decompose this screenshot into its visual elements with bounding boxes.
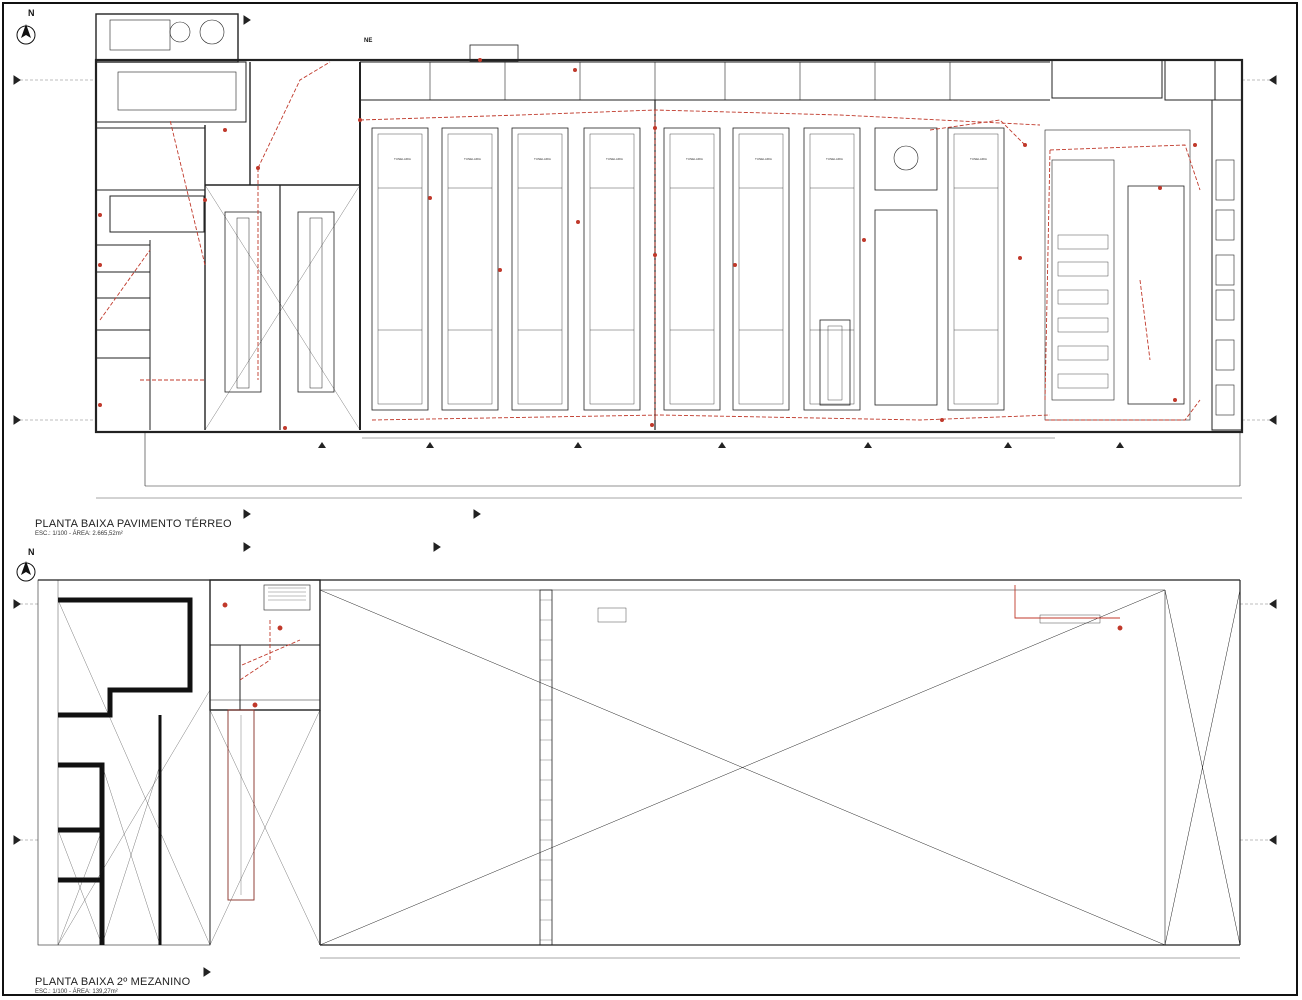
ground-floor-plan (13, 13, 1277, 519)
bay-label-1: TUNELARIA (394, 157, 411, 161)
bay-label-4: TUNELARIA (606, 157, 623, 161)
mezzanine-plan (13, 542, 1277, 977)
bay-label-5: TUNELARIA (686, 157, 703, 161)
emergency-markers (98, 58, 1197, 430)
north-label-top: N (28, 8, 35, 18)
bottom-plan-subtitle: ESC.: 1/100 - ÁREA: 139,27m² (35, 989, 118, 995)
north-arrow-bottom-icon (16, 561, 36, 582)
ne-label: NE (364, 38, 372, 44)
exit-signs (318, 442, 1124, 448)
top-plan-subtitle: ESC.: 1/100 - ÁREA: 2.665,52m² (35, 531, 123, 537)
bay-label-3: TUNELARIA (534, 157, 551, 161)
bay-label-2: TUNELARIA (464, 157, 481, 161)
mezzanine-red-elements (222, 585, 1123, 901)
bottom-plan-title: PLANTA BAIXA 2º MEZANINO (35, 976, 191, 988)
top-plan-title: PLANTA BAIXA PAVIMENTO TÉRREO (35, 518, 232, 530)
bay-labels: TUNELARIA TUNELARIA TUNELARIA TUNELARIA … (364, 38, 987, 161)
bay-label-7: TUNELARIA (826, 157, 843, 161)
north-arrow-top-icon (16, 24, 36, 45)
emergency-route-lines (99, 61, 1201, 421)
north-label-bottom: N (28, 547, 35, 557)
bay-label-8: TUNELARIA (970, 157, 987, 161)
bay-label-6: TUNELARIA (755, 157, 772, 161)
